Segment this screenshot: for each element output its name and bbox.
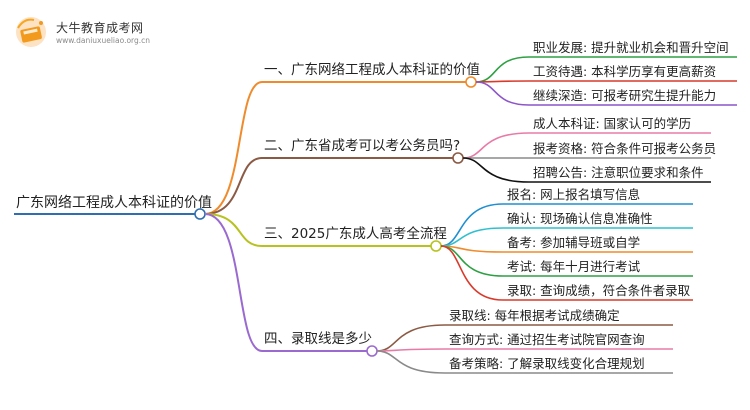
- book-logo-icon: [16, 17, 46, 47]
- leaf-connector-3-1: [440, 203, 504, 247]
- leaf-node-3-3: 备考: 参加辅导班或自学: [507, 235, 641, 250]
- branch-connector-3: [204, 213, 263, 247]
- leaf-node-3-2: 确认: 现场确认信息准确性: [507, 211, 653, 226]
- branch-connector-1: [204, 81, 263, 215]
- leaf-node-2-3: 招聘公告: 注意职位要求和条件: [533, 165, 704, 180]
- leaf-connector-1-3: [475, 81, 530, 106]
- leaf-connector-2-1: [462, 132, 530, 159]
- leaf-node-4-1: 录取线: 每年根据考试成绩确定: [449, 308, 620, 323]
- leaf-node-3-4: 考试: 每年十月进行考试: [507, 259, 641, 274]
- leaf-node-2-1: 成人本科证: 国家认可的学历: [533, 116, 692, 131]
- leaf-node-3-5: 录取: 查询成绩，符合条件者录取: [507, 283, 691, 298]
- branch-node-1: 一、广东网络工程成人本科证的价值: [264, 62, 480, 78]
- leaf-connector-2-3: [462, 157, 530, 183]
- branch-node-3: 三、2025广东成人高考全流程: [264, 226, 447, 242]
- leaf-connector-4-1: [376, 324, 446, 352]
- branch-connector-4: [204, 213, 263, 352]
- logo-url: www.daniuxueliao.org.cn: [56, 36, 151, 45]
- branch-connector-2: [204, 157, 263, 215]
- branch-node-circle-1: [465, 76, 477, 88]
- root-node: 广东网络工程成人本科证的价值: [16, 195, 212, 211]
- leaf-connector-3-5: [440, 245, 504, 301]
- branch-node-circle-2: [452, 152, 464, 164]
- leaf-connector-1-2: [475, 80, 530, 83]
- branch-node-4: 四、录取线是多少: [264, 331, 372, 347]
- logo-title: 大牛教育成考网: [56, 21, 144, 35]
- branch-node-2: 二、广东省成考可以考公务员吗?: [264, 138, 461, 154]
- leaf-node-2-2: 报考资格: 符合条件可报考公务员: [533, 141, 717, 156]
- branch-node-circle-3: [430, 240, 442, 252]
- branch-node-circle-4: [366, 345, 378, 357]
- leaf-node-4-2: 查询方式: 通过招生考试院官网查询: [449, 332, 645, 347]
- leaf-connector-4-3: [376, 350, 446, 374]
- site-logo: 大牛教育成考网 www.daniuxueliao.org.cn: [12, 14, 212, 50]
- leaf-connector-1-1: [475, 56, 530, 83]
- leaf-node-1-2: 工资待遇: 本科学历享有更高薪资: [533, 64, 717, 79]
- leaf-node-1-1: 职业发展: 提升就业机会和晋升空间: [533, 40, 729, 55]
- leaf-node-1-3: 继续深造: 可报考研究生提升能力: [533, 88, 717, 103]
- leaf-node-4-3: 备考策略: 了解录取线变化合理规划: [449, 356, 645, 371]
- leaf-node-3-1: 报名: 网上报名填写信息: [507, 187, 641, 202]
